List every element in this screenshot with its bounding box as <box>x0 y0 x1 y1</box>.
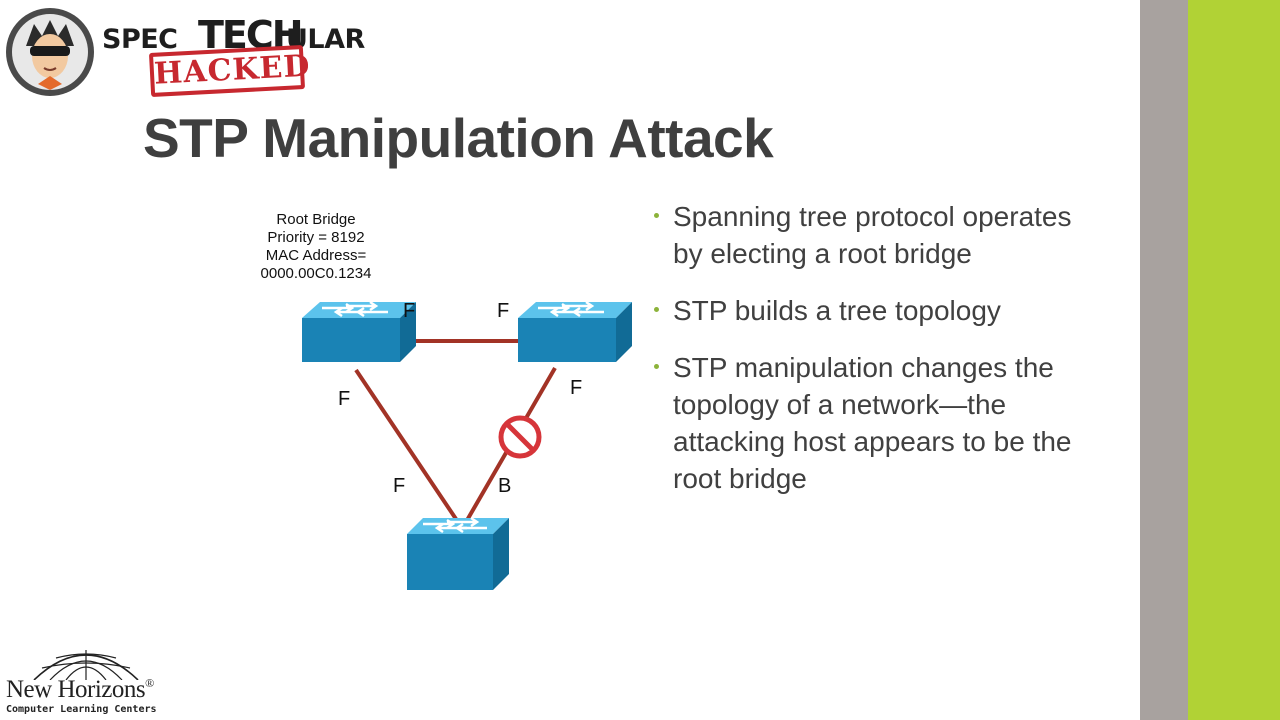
bullet-text: Spanning tree protocol operates by elect… <box>673 201 1072 269</box>
switch-icon <box>302 300 416 362</box>
port-label-root-down: F <box>338 388 351 410</box>
new-horizons-logo: New Horizons® Computer Learning Centers <box>4 646 157 718</box>
root-bridge-line-1: Root Bridge <box>276 211 356 228</box>
root-bridge-line-4: 0000.00C0.1234 <box>260 265 372 282</box>
new-horizons-name: New Horizons® <box>6 676 154 704</box>
bullet-dot-icon <box>654 213 659 218</box>
brand-word-ular: ULAR <box>286 24 365 55</box>
link-root-to-bottom <box>354 368 460 524</box>
port-label-root-right: F <box>403 300 416 322</box>
brand-word-tech: TECH <box>198 13 304 57</box>
switch-icon <box>407 516 509 590</box>
no-entry-icon <box>498 415 542 459</box>
globe-icon <box>33 650 139 680</box>
bullet-item: STP builds a tree topology <box>654 292 1104 329</box>
port-label-bottom-left: F <box>393 475 406 497</box>
side-bar-gray <box>1140 0 1188 720</box>
masked-hacker-icon <box>6 8 94 96</box>
bullet-dot-icon <box>654 307 659 312</box>
root-bridge-line-3: MAC Address= <box>265 247 367 264</box>
port-label-right-down: F <box>570 377 583 399</box>
root-bridge-line-2: Priority = 8192 <box>267 229 365 246</box>
brand-name: New Horizons <box>6 676 146 703</box>
bullet-list: Spanning tree protocol operates by elect… <box>654 198 1104 517</box>
port-label-bottom-right-blocked: B <box>498 475 512 497</box>
bullet-dot-icon <box>654 364 659 369</box>
registered-mark: ® <box>145 676 154 690</box>
brand-word-spec: SPEC <box>102 24 178 55</box>
switch-icon <box>518 300 632 362</box>
bullet-item: Spanning tree protocol operates by elect… <box>654 198 1104 272</box>
stp-topology-diagram <box>302 300 632 590</box>
side-bar-green <box>1188 0 1280 720</box>
bullet-text: STP builds a tree topology <box>673 295 1001 326</box>
spectechular-logo: SPEC TECH ULAR HACKED <box>4 6 384 106</box>
bullet-item: STP manipulation changes the topology of… <box>654 349 1104 497</box>
root-bridge-label: Root Bridge Priority = 8192 MAC Address=… <box>226 211 406 283</box>
new-horizons-subtitle: Computer Learning Centers <box>6 704 157 715</box>
port-label-right-left: F <box>497 300 510 322</box>
bullet-text: STP manipulation changes the topology of… <box>673 352 1072 494</box>
slide-title: STP Manipulation Attack <box>143 107 774 169</box>
